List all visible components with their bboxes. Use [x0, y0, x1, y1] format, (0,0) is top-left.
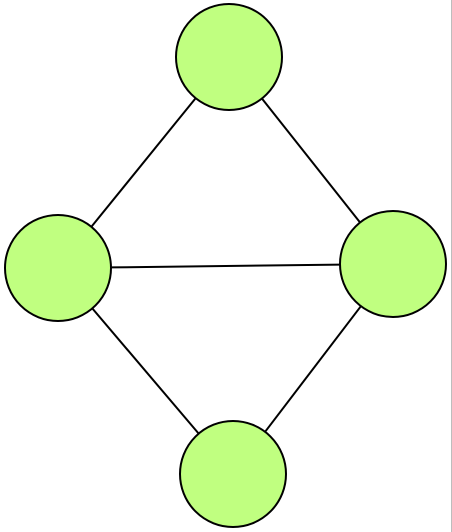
- node-circle-left: [4, 214, 112, 322]
- node-bottom: [179, 420, 287, 528]
- node-right: [339, 210, 447, 318]
- nodes-layer: [4, 3, 447, 528]
- edges-layer: [90, 97, 362, 435]
- node-circle-top: [175, 3, 283, 111]
- edge-left-bottom: [91, 307, 200, 435]
- node-circle-right: [339, 210, 447, 318]
- node-top: [175, 3, 283, 111]
- edge-top-right: [261, 97, 361, 224]
- edge-left-right: [110, 263, 341, 269]
- node-circle-bottom: [179, 420, 287, 528]
- edge-top-left: [90, 97, 197, 228]
- node-left: [4, 214, 112, 322]
- edge-right-bottom: [264, 305, 362, 433]
